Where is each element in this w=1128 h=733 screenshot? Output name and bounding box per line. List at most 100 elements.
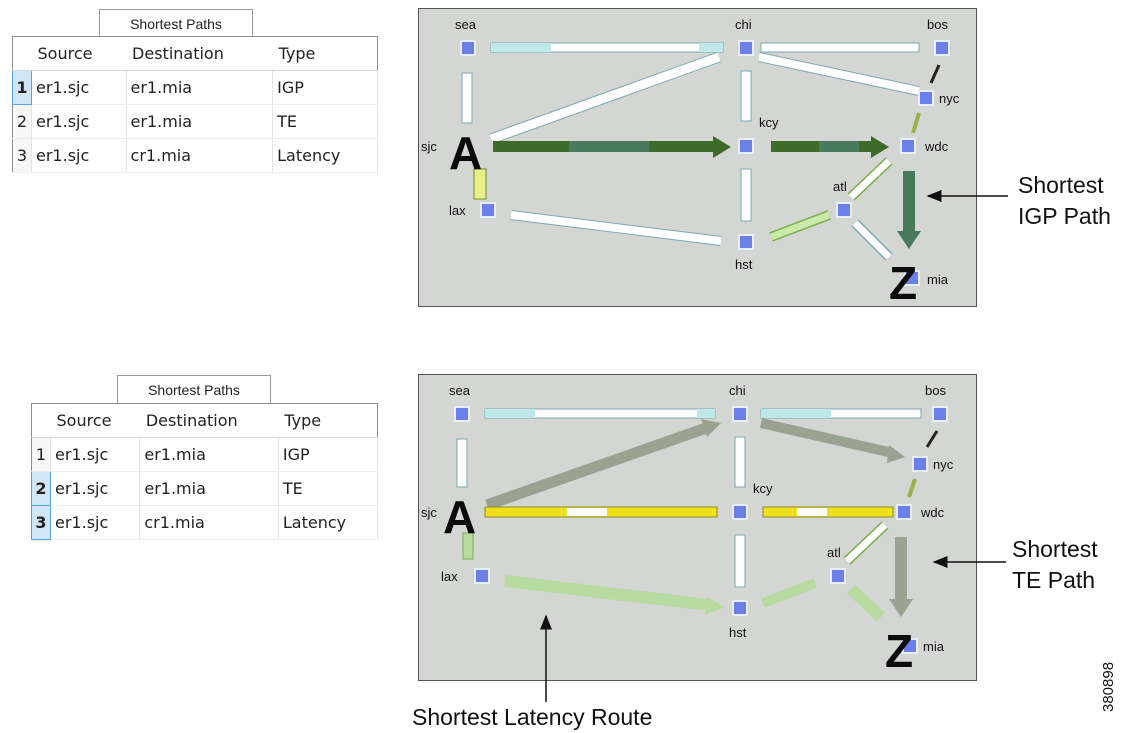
node-labels: sea chi bos nyc kcy sjc wdc atl lax hst … <box>421 17 960 287</box>
link-sjc-kcy-alt <box>569 141 649 152</box>
igp-callout: Shortest IGP Path <box>1018 170 1111 232</box>
table-row[interactable]: 2 er1.sjc er1.mia TE <box>31 471 379 506</box>
te-callout-line2: TE Path <box>1012 567 1096 593</box>
shortest-paths-table: Source Destination Type 1 er1.sjc er1.mi… <box>31 403 379 540</box>
table-row[interactable]: 3 er1.sjc cr1.mia Latency <box>31 505 379 540</box>
link-chi-nyc[interactable] <box>759 418 895 458</box>
node-kcy[interactable] <box>738 138 754 154</box>
table-row[interactable]: 1 er1.sjc er1.mia IGP <box>31 437 379 472</box>
link-chi-bos[interactable] <box>760 42 920 53</box>
node-hst[interactable] <box>738 234 754 250</box>
link-wdc-mia[interactable] <box>895 537 907 599</box>
link-nyc-wdc[interactable] <box>911 112 921 134</box>
label-hst: hst <box>729 625 747 640</box>
node-atl[interactable] <box>836 202 852 218</box>
label-hst: hst <box>735 257 753 272</box>
link-bos-nyc[interactable] <box>925 430 939 448</box>
label-kcy: kcy <box>753 481 773 496</box>
link-hst-atl[interactable] <box>761 578 817 608</box>
node-atl[interactable] <box>830 568 846 584</box>
column-header-type: Type <box>278 403 378 438</box>
node-labels: sea chi bos nyc kcy sjc wdc atl lax hst … <box>421 383 954 654</box>
link-sea-sjc[interactable] <box>456 438 468 488</box>
link-sea-chi-fill <box>485 409 535 418</box>
node-bos[interactable] <box>934 40 950 56</box>
arrow-head <box>705 597 725 615</box>
node-chi[interactable] <box>738 40 754 56</box>
table-row[interactable]: 1 er1.sjc er1.mia IGP <box>12 70 378 105</box>
node-mia[interactable] <box>904 270 920 286</box>
link-nyc-wdc[interactable] <box>907 478 917 498</box>
row-type: Latency <box>278 505 379 540</box>
node-sea[interactable] <box>454 406 470 422</box>
node-nyc[interactable] <box>918 90 934 106</box>
link-sjc-kcy-gap <box>567 508 607 516</box>
table-row[interactable]: 3 er1.sjc cr1.mia Latency <box>12 138 378 173</box>
table-row[interactable]: 2 er1.sjc er1.mia TE <box>12 104 378 139</box>
row-type: Latency <box>272 138 378 173</box>
node-bos[interactable] <box>932 406 948 422</box>
row-destination: er1.mia <box>139 471 279 506</box>
row-type: IGP <box>272 70 378 105</box>
node-lax[interactable] <box>480 202 496 218</box>
link-sjc-lax[interactable] <box>473 168 487 200</box>
label-mia: mia <box>927 272 949 287</box>
link-atl-mia[interactable] <box>846 584 886 622</box>
table-title: Shortest Paths <box>148 381 240 398</box>
node-wdc[interactable] <box>896 504 912 520</box>
label-bos: bos <box>925 383 946 398</box>
label-wdc: wdc <box>924 139 949 154</box>
link-wdc-mia[interactable] <box>903 171 915 231</box>
node-wdc[interactable] <box>900 138 916 154</box>
link-chi-kcy[interactable] <box>740 70 752 122</box>
table-title-tab[interactable]: Shortest Paths <box>99 9 253 37</box>
links <box>461 42 941 261</box>
link-kcy-wdc[interactable] <box>762 506 894 518</box>
link-sea-sjc[interactable] <box>461 72 473 124</box>
link-kcy-wdc-alt <box>819 141 859 152</box>
label-chi: chi <box>729 383 746 398</box>
column-header-source: Source <box>50 403 140 438</box>
table-header-row: Source Destination Type <box>12 36 378 71</box>
label-mia: mia <box>923 639 945 654</box>
link-sjc-lax[interactable] <box>462 532 474 560</box>
link-sjc-chi-inner <box>489 52 721 144</box>
node-mia[interactable] <box>902 638 918 654</box>
network-map-svg: sea chi bos nyc kcy sjc wdc atl lax hst … <box>421 17 960 306</box>
nodes <box>454 406 948 654</box>
link-kcy-hst[interactable] <box>740 168 752 222</box>
link-sea-chi-fill <box>491 43 551 52</box>
link-sjc-chi[interactable] <box>485 421 711 511</box>
network-map-svg: sea chi bos nyc kcy sjc wdc atl lax hst … <box>421 383 954 677</box>
label-sjc: sjc <box>421 505 437 520</box>
nodes <box>460 40 950 286</box>
network-map-te[interactable]: sea chi bos nyc kcy sjc wdc atl lax hst … <box>418 374 977 681</box>
row-index: 3 <box>31 505 51 540</box>
destination-marker: Z <box>885 625 913 677</box>
node-sea[interactable] <box>460 40 476 56</box>
node-kcy[interactable] <box>732 504 748 520</box>
node-chi[interactable] <box>732 406 748 422</box>
link-kcy-hst[interactable] <box>734 534 746 588</box>
row-index: 1 <box>12 70 32 105</box>
row-source: er1.sjc <box>31 70 127 105</box>
link-bos-nyc[interactable] <box>929 64 941 84</box>
node-lax[interactable] <box>474 568 490 584</box>
arrow-head <box>889 599 913 617</box>
label-wdc: wdc <box>920 505 945 520</box>
link-lax-hst[interactable] <box>504 575 710 611</box>
column-header-destination: Destination <box>126 36 273 71</box>
node-hst[interactable] <box>732 600 748 616</box>
label-atl: atl <box>833 179 847 194</box>
arrow-head <box>897 231 921 249</box>
row-index: 2 <box>12 104 32 139</box>
label-nyc: nyc <box>939 91 960 106</box>
shortest-paths-table: Source Destination Type 1 er1.sjc er1.mi… <box>12 36 378 173</box>
row-destination: cr1.mia <box>126 138 274 173</box>
node-nyc[interactable] <box>912 456 928 472</box>
link-chi-kcy[interactable] <box>734 436 746 488</box>
row-type: TE <box>272 104 378 139</box>
network-map-igp[interactable]: sea chi bos nyc kcy sjc wdc atl lax hst … <box>418 8 977 307</box>
column-header-destination: Destination <box>139 403 279 438</box>
table-title-tab[interactable]: Shortest Paths <box>117 375 271 403</box>
